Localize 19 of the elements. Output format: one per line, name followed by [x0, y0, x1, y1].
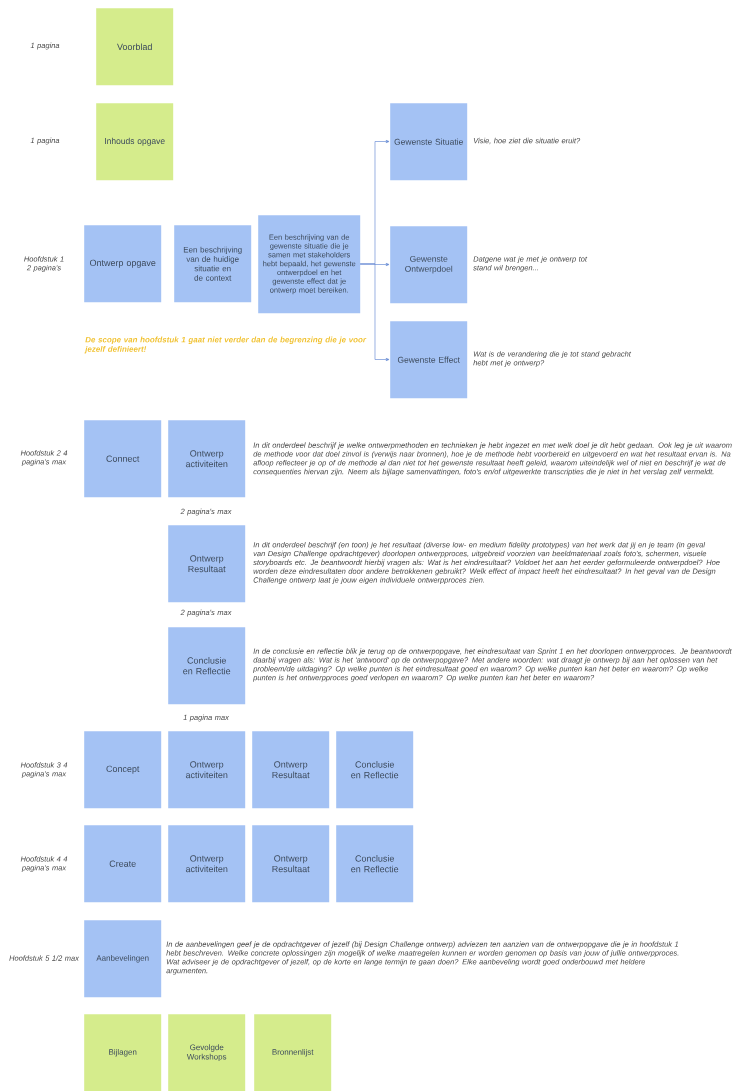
section-box: Connect [84, 420, 162, 498]
section-box: Ontwerp activiteiten [168, 825, 246, 903]
section-box: Voorblad [96, 8, 174, 86]
section-box: Ontwerp Resultaat [252, 731, 330, 809]
arrow [359, 263, 390, 362]
section-box: Conclusie en Reflectie [336, 731, 414, 809]
section-box: Ontwerp activiteiten [168, 731, 246, 809]
section-box: Concept [84, 731, 162, 809]
section-box: Ontwerp activiteiten [168, 420, 246, 498]
section-box: Gewenste Effect [390, 321, 468, 399]
section-box: Conclusie en Reflectie [168, 627, 246, 705]
section-box: Ontwerp Resultaat [252, 825, 330, 903]
section-box: Ontwerp opgave [84, 225, 162, 303]
section-box: Gewenste Situatie [390, 103, 468, 181]
section-box: Create [84, 825, 162, 903]
section-box: Inhouds opgave [96, 103, 174, 181]
section-box: Ontwerp Resultaat [168, 525, 246, 603]
section-box: Conclusie en Reflectie [336, 825, 414, 903]
section-box: Gewenste Ontwerpdoel [390, 226, 468, 304]
